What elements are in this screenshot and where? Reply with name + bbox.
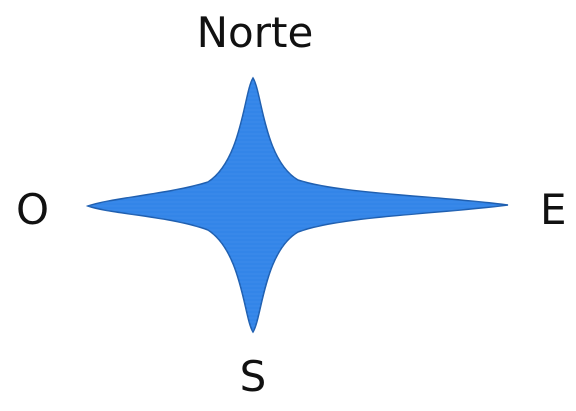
south-label: S xyxy=(239,352,267,401)
compass-star-icon xyxy=(85,76,509,334)
east-label: E xyxy=(540,185,567,234)
north-label: Norte xyxy=(196,8,314,57)
west-label: O xyxy=(16,185,50,234)
